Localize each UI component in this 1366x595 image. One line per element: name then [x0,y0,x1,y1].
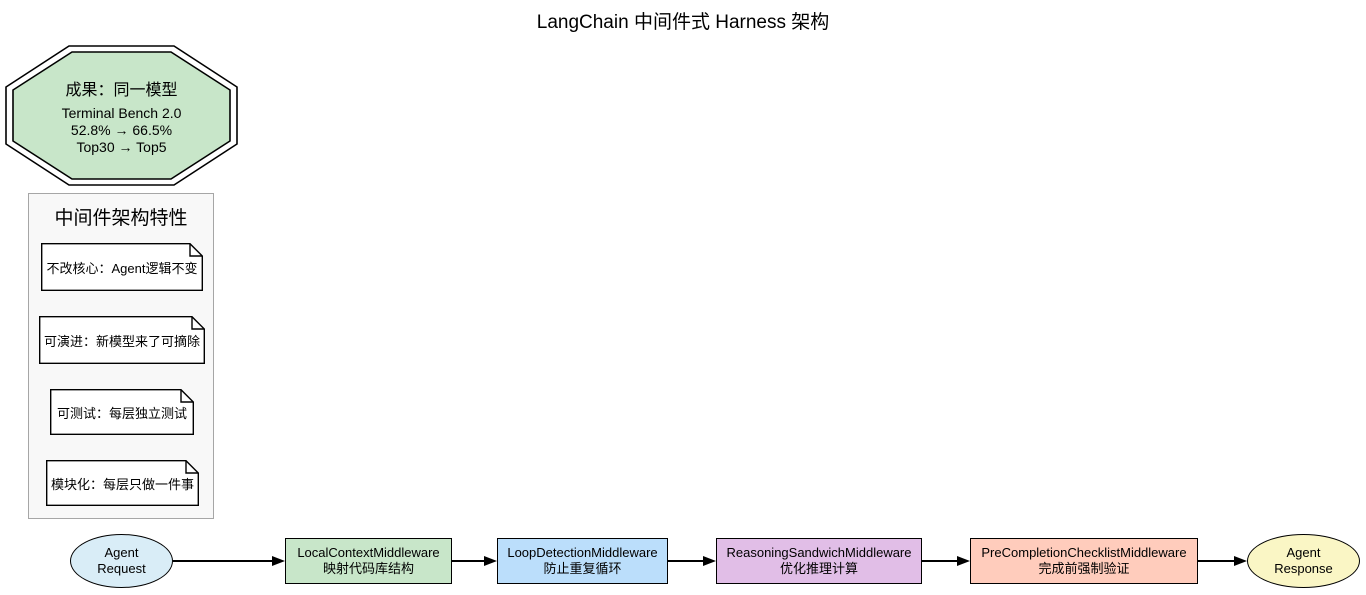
note-shape [39,316,205,364]
node-label-line: Agent [104,544,139,560]
note-shape [50,389,194,435]
result-octagon-label: 成果：同一模型 Terminal Bench 2.0 52.8% → 66.5%… [5,45,238,186]
diagram-title: LangChain 中间件式 Harness 架构 [536,12,830,33]
flow-arrow [1198,556,1247,566]
node-label-line: Agent [1286,544,1321,560]
middleware-node-reasoning-sandwich: ReasoningSandwichMiddleware 优化推理计算 [716,538,922,584]
middleware-desc: 映射代码库结构 [322,561,414,576]
flow-arrow [173,556,285,566]
middleware-desc: 防止重复循环 [543,561,622,576]
feature-note: 可测试：每层独立测试 [50,389,194,435]
flow-arrow [452,556,497,566]
feature-note-label: 可测试：每层独立测试 [56,405,187,421]
result-octagon-node: 成果：同一模型 Terminal Bench 2.0 52.8% → 66.5%… [5,45,238,186]
agent-response-node: Agent Response [1247,534,1360,588]
middleware-desc: 完成前强制验证 [1038,561,1130,576]
middleware-node-pre-completion-checklist: PreCompletionChecklistMiddleware 完成前强制验证 [970,538,1198,584]
middleware-name: LocalContextMiddleware [297,544,440,560]
note-shape [41,243,203,291]
doubleoctagon-shape [5,45,238,186]
features-cluster-title: 中间件架构特性 [54,208,188,229]
note-shape [46,460,199,506]
node-label-line: Response [1274,561,1333,576]
node-label-line: Request [97,561,146,576]
octagon-inner-fill [12,51,231,180]
flow-arrow [668,556,716,566]
middleware-name: LoopDetectionMiddleware [507,544,658,560]
result-line: Top30 → Top5 [76,138,167,155]
flow-arrow [922,556,970,566]
result-headline: 成果：同一模型 [65,81,178,99]
feature-note: 模块化：每层只做一件事 [46,460,199,506]
feature-note-label: 模块化：每层只做一件事 [50,476,194,492]
middleware-desc: 优化推理计算 [779,561,858,576]
middleware-name: PreCompletionChecklistMiddleware [981,544,1187,560]
middleware-name: ReasoningSandwichMiddleware [726,544,912,560]
agent-request-node: Agent Request [70,534,173,588]
feature-note-label: 可演进：新模型来了可摘除 [43,333,200,349]
feature-note: 可演进：新模型来了可摘除 [39,316,205,364]
middleware-node-loop-detection: LoopDetectionMiddleware 防止重复循环 [497,538,668,584]
features-cluster: 中间件架构特性 不改核心：Agent逻辑不变 可演进：新模型来了可摘除 可测试：… [28,193,214,519]
middleware-node-local-context: LocalContextMiddleware 映射代码库结构 [285,538,452,584]
feature-note: 不改核心：Agent逻辑不变 [41,243,203,291]
feature-note-label: 不改核心：Agent逻辑不变 [46,260,198,276]
result-line: 52.8% → 66.5% [70,121,173,138]
result-line: Terminal Bench 2.0 [61,104,182,121]
